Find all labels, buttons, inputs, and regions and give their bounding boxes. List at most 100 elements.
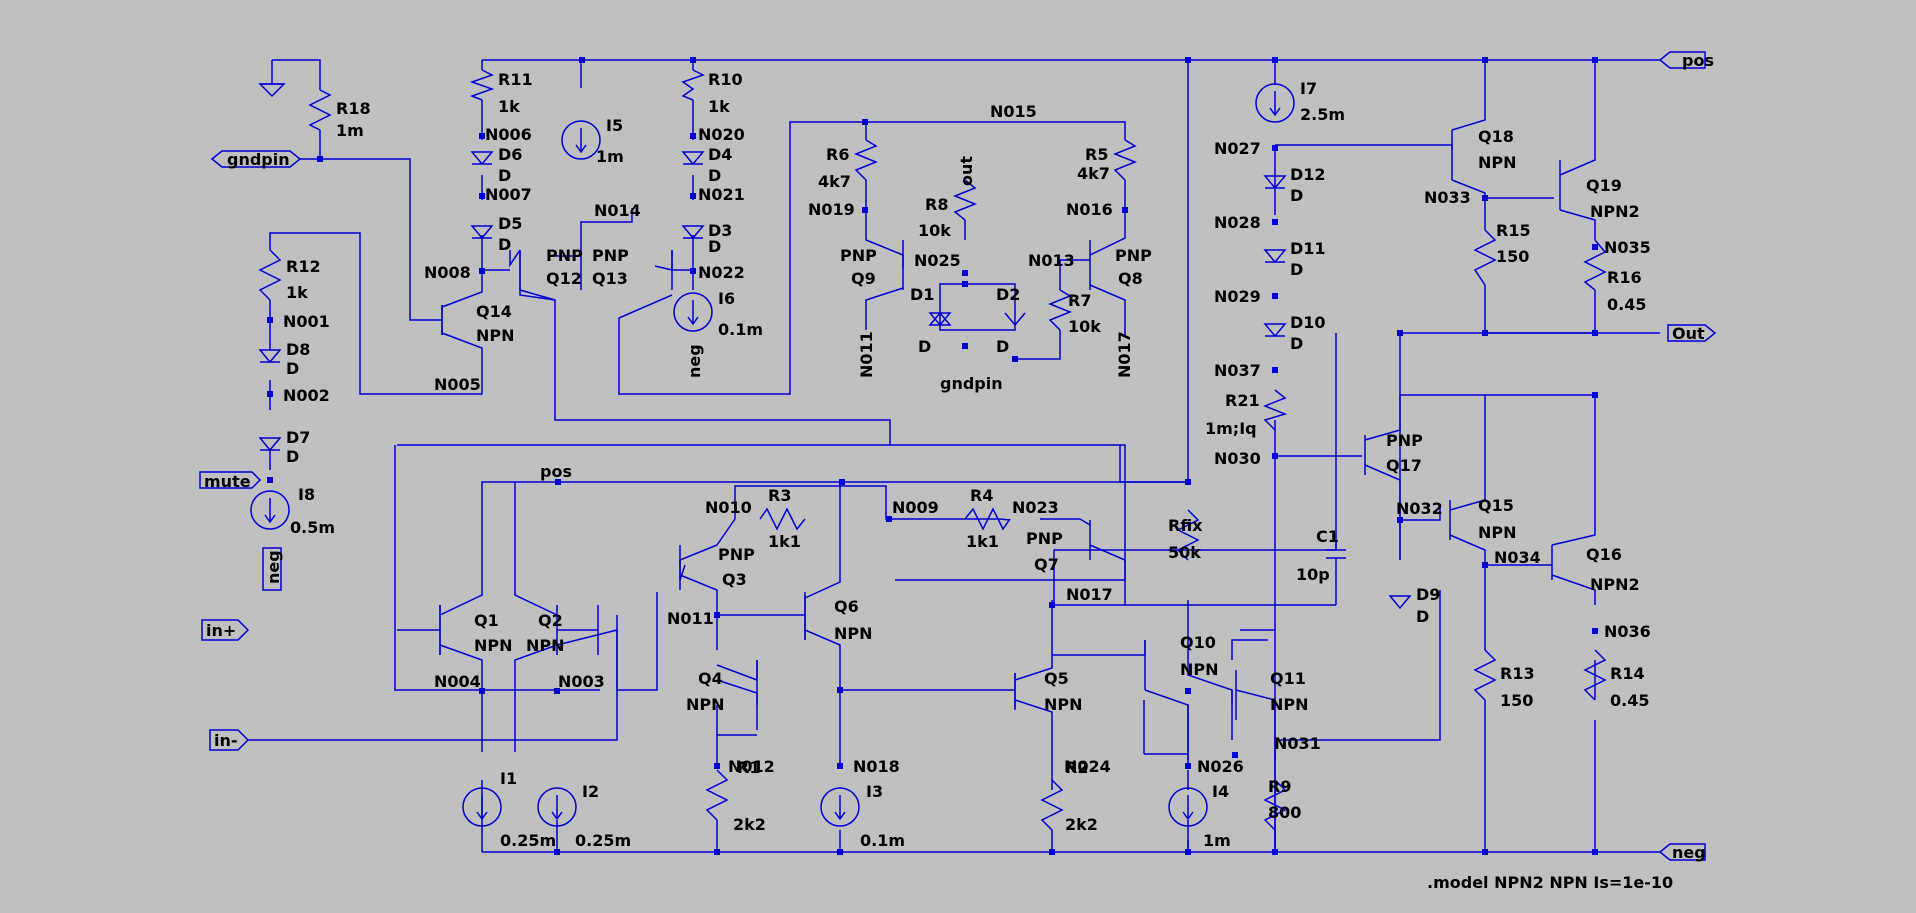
q15-model: NPN [1478,523,1517,542]
r18-name: R18 [336,99,371,118]
net-n003: N003 [558,672,605,691]
junctions [267,57,1598,855]
r14-name: R14 [1610,664,1645,683]
r4-name: R4 [970,486,993,505]
r5-name: R5 [1085,145,1108,164]
r6-value: 4k7 [818,172,851,191]
i4-name: I4 [1212,782,1229,801]
net-pos: pos [540,462,572,481]
r21-name: R21 [1225,391,1260,410]
i1-name: I1 [500,769,517,788]
q8-name: Q8 [1118,269,1143,288]
r9-value: 800 [1268,803,1301,822]
r13-name: R13 [1500,664,1535,683]
net-n022: N022 [698,263,745,282]
d11-name: D11 [1290,239,1326,258]
q15-name: Q15 [1478,496,1514,515]
net-n009: N009 [892,498,939,517]
i6-name: I6 [718,289,735,308]
net-n008: N008 [424,263,471,282]
q5-name: Q5 [1044,669,1069,688]
port-mute[interactable]: mute [199,471,262,491]
r7-name: R7 [1068,291,1091,310]
d1-name: D1 [910,285,934,304]
port-out[interactable]: Out [1667,324,1717,343]
q3-name: Q3 [722,570,747,589]
d8-value: D [286,359,299,378]
q18-name: Q18 [1478,127,1514,146]
q12-name: Q12 [546,269,582,288]
r6-name: R6 [826,145,849,164]
net-n035: N035 [1604,238,1651,257]
q14-model: NPN [476,326,515,345]
i5-name: I5 [606,116,623,135]
net-n014: N014 [594,201,641,220]
i7-value: 2.5m [1300,105,1345,124]
q17-name: Q17 [1386,456,1422,475]
port-gndpin[interactable]: gndpin [210,150,302,169]
r2-value: 2k2 [1065,815,1098,834]
net-n026: N026 [1197,757,1244,776]
d7-value: D [286,447,299,466]
net-n020: N020 [698,125,745,144]
port-neg-i8[interactable]: neg [262,547,283,591]
port-pos-label: pos [1682,51,1714,70]
net-n032: N032 [1396,499,1443,518]
spice-directive: .model NPN2 NPN Is=1e-10 [1427,873,1673,892]
d4-name: D4 [708,145,732,164]
r11-value: 1k [498,97,520,116]
q19-model: NPN2 [1590,202,1640,221]
port-in-plus[interactable]: in+ [201,619,250,641]
net-n011: N011 [667,609,714,628]
port-in-plus-label: in+ [206,621,236,640]
q9-name: Q9 [851,269,876,288]
q11-model: NPN [1270,695,1309,714]
r16-value: 0.45 [1607,295,1646,314]
i5-value: 1m [596,147,624,166]
net-gndpin: gndpin [940,374,1003,393]
net-labels: N006 N007 N008 N005 N001 N002 N014 N020 … [283,102,1651,776]
q8-model: PNP [1115,246,1152,265]
net-n002: N002 [283,386,330,405]
r11-name: R11 [498,70,533,89]
port-in-minus-label: in- [214,731,238,750]
r8-name: R8 [925,195,948,214]
rfix-name: Rfix [1168,516,1203,535]
d8-name: D8 [286,340,310,359]
port-neg[interactable]: neg [1658,843,1706,862]
r15-name: R15 [1496,221,1531,240]
d11-value: D [1290,260,1303,279]
d9-name: D9 [1416,585,1440,604]
d6-name: D6 [498,145,522,164]
d5-value: D [498,235,511,254]
d4-value: D [708,166,721,185]
d10-name: D10 [1290,313,1326,332]
port-mute-label: mute [204,472,251,491]
net-n027: N027 [1214,139,1261,158]
transistor-bars [439,130,1561,720]
net-n034: N034 [1494,548,1541,567]
port-in-minus[interactable]: in- [209,729,250,751]
port-neg-label: neg [1672,843,1706,862]
d7-name: D7 [286,428,310,447]
net-n006: N006 [485,125,532,144]
port-out-label: Out [1672,324,1705,343]
net-n016: N016 [1066,200,1113,219]
r15-value: 150 [1496,247,1529,266]
r4-value: 1k1 [966,532,999,551]
diodes [258,151,1412,610]
port-pos[interactable]: pos [1658,51,1714,70]
d1-value: D [918,337,931,356]
q12-model: PNP [546,246,583,265]
r13-value: 150 [1500,691,1533,710]
net-n015: N015 [990,102,1037,121]
net-out: out [957,156,976,186]
q17-model: PNP [1386,431,1423,450]
i7-name: I7 [1300,79,1317,98]
q10-name: Q10 [1180,633,1216,652]
d9-value: D [1416,607,1429,626]
r9-name: R9 [1268,777,1291,796]
r5-value: 4k7 [1077,164,1110,183]
q4-name: Q4 [698,669,723,688]
